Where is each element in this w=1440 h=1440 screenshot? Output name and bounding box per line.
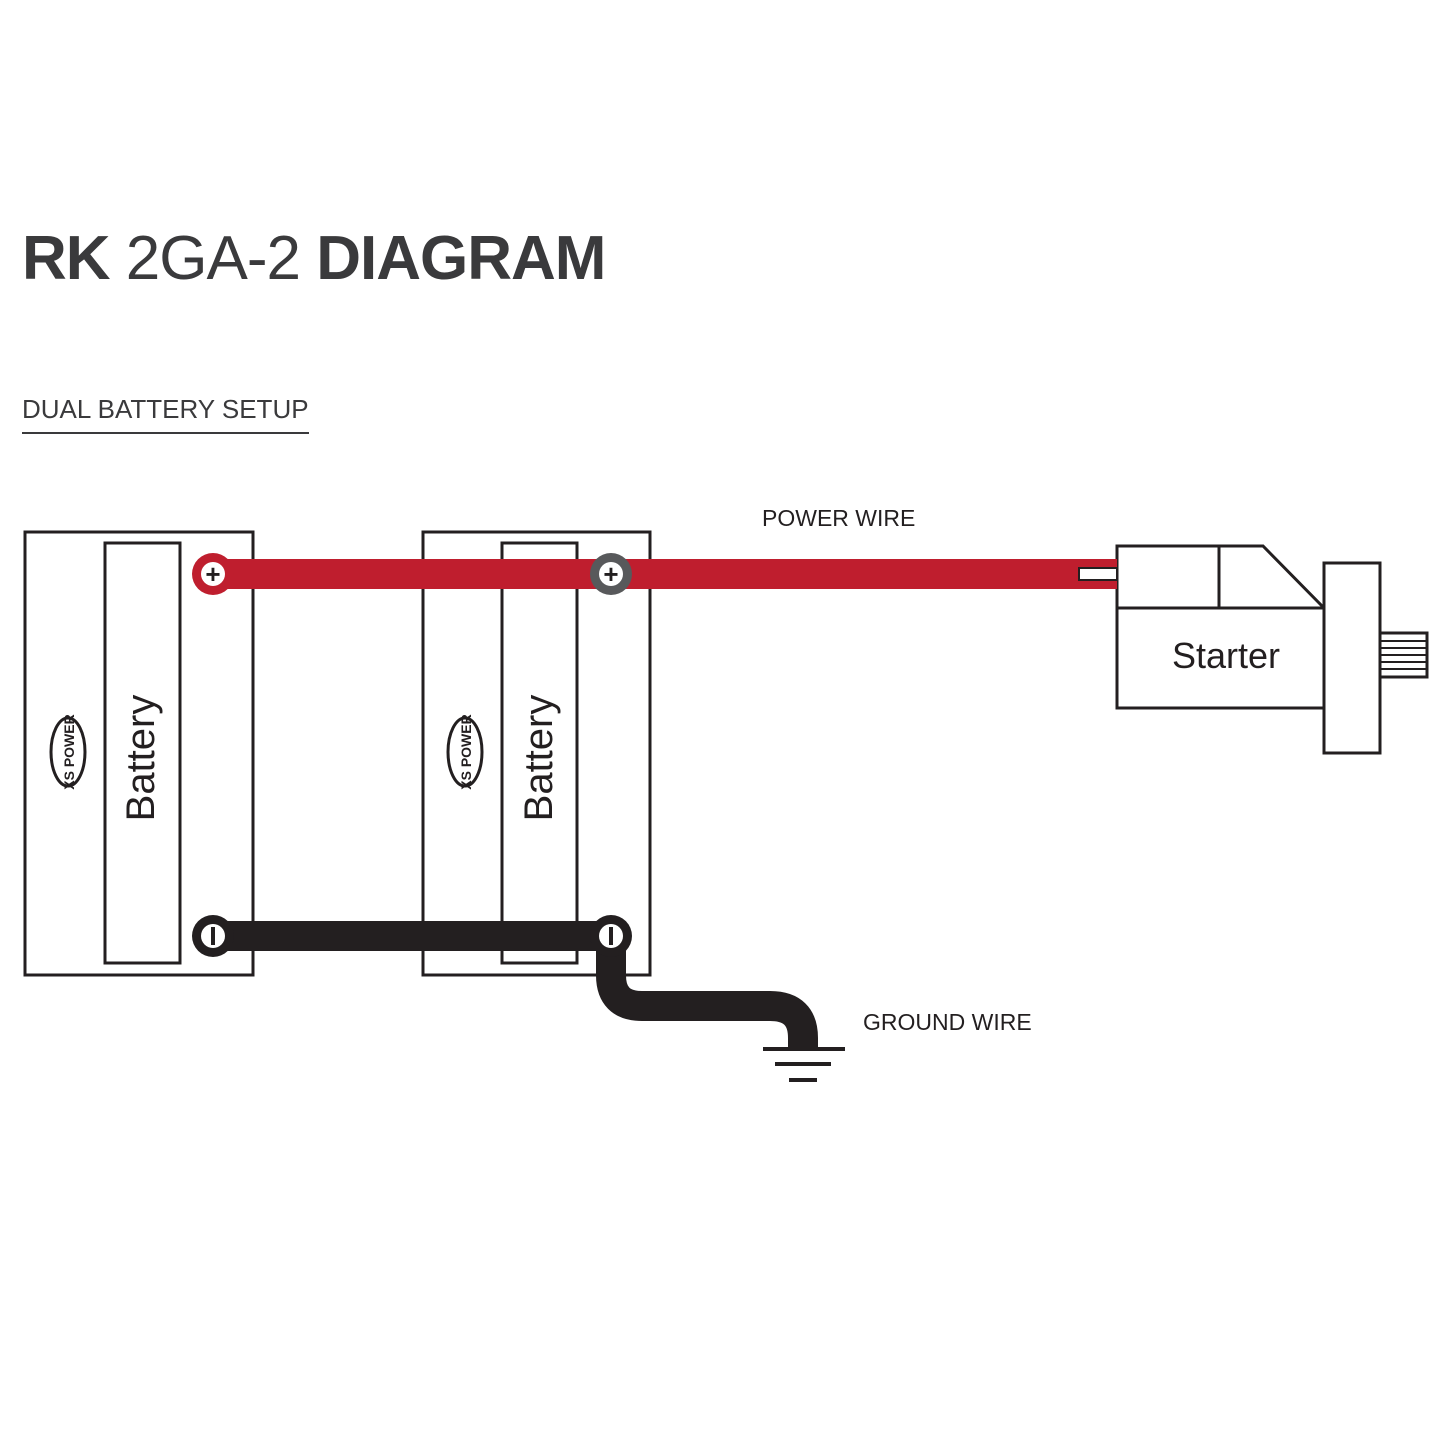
ground-symbol-icon <box>763 1047 845 1082</box>
battery-1-negative-terminal <box>192 915 234 957</box>
title-part-model: 2GA-2 <box>125 224 301 293</box>
starter-stud <box>1078 567 1118 581</box>
ground-wire-label: GROUND WIRE <box>863 1009 1032 1035</box>
section-subtitle: DUAL BATTERY SETUP <box>22 396 309 434</box>
battery-2-label: Battery <box>517 695 561 822</box>
ground-wire-drop <box>596 936 818 1048</box>
battery-1-logo-text: XS POWER <box>61 714 77 789</box>
battery-1-logo: XS POWER <box>49 714 87 790</box>
starter-label: Starter <box>1172 635 1280 676</box>
starter-body <box>1115 606 1327 710</box>
battery-2-logo-text: XS POWER <box>458 714 474 789</box>
battery-2-logo: XS POWER <box>446 714 484 790</box>
battery-2-negative-terminal <box>590 915 632 957</box>
power-wire-cable <box>213 559 1117 589</box>
starter-solenoid-left <box>1115 544 1221 610</box>
ground-wire <box>213 921 818 1048</box>
battery-1-label-panel <box>103 541 182 965</box>
starter-mount-plate <box>1322 561 1382 755</box>
battery-2-positive-terminal: + <box>590 553 632 595</box>
starter-solenoid-right <box>1217 544 1328 610</box>
battery-2-label-panel <box>500 541 579 965</box>
battery-1-positive-terminal: + <box>192 553 234 595</box>
battery-1-label: Battery <box>119 695 163 822</box>
title-part-rk: RK <box>22 224 111 293</box>
power-wire <box>213 559 1118 589</box>
battery-1-positive-symbol: + <box>205 559 220 589</box>
starter-gear-teeth <box>1380 640 1427 670</box>
battery-2: Battery XS POWER <box>421 530 652 977</box>
starter: Starter <box>1115 544 1429 755</box>
battery-2-positive-symbol: + <box>603 559 618 589</box>
battery-1: Battery XS POWER <box>23 530 255 977</box>
page-title: RK 2GA-2 DIAGRAM <box>22 228 606 290</box>
power-wire-label: POWER WIRE <box>762 505 915 531</box>
ground-wire-cable <box>213 921 611 951</box>
title-part-diagram: DIAGRAM <box>316 224 606 293</box>
